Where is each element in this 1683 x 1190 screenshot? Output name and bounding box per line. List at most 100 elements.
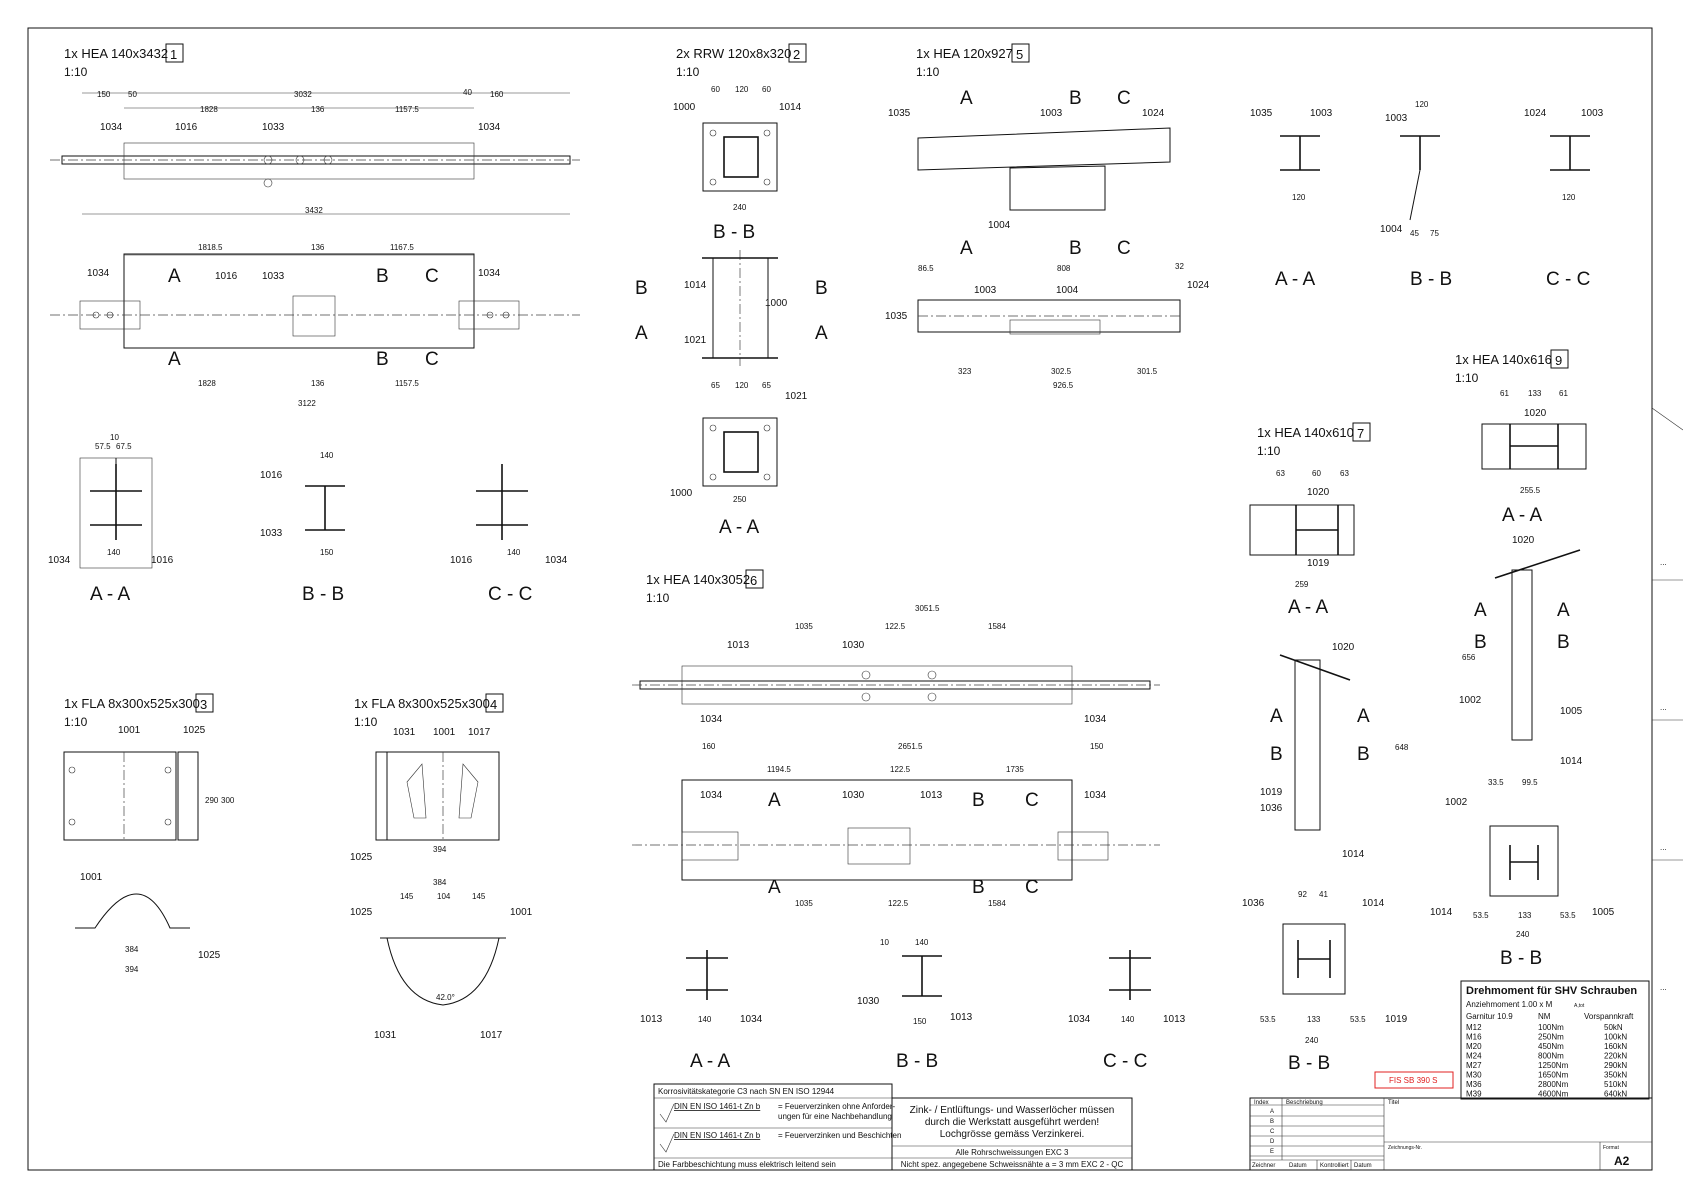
dim-text: 240 [733,203,747,212]
dim-text: 120 [1415,100,1429,109]
stamp-text: FIS SB 390 S [1389,1076,1437,1085]
tb-rev-letter: A [1270,1109,1274,1115]
pos-tag: 1031 [393,727,416,738]
part-scale: 1:10 [646,591,670,605]
part-title: 1x HEA 140x3052 [646,572,750,587]
dim-text: 150 [913,1017,927,1026]
dim-text: 394 [433,845,447,854]
stamp-box [1374,1071,1454,1089]
torque-cell: M24 [1466,1052,1482,1061]
beam-top-view [61,155,571,165]
side-tab [1651,407,1683,431]
pos-tag: 1003 [1310,108,1333,119]
dim-text: 1157.5 [395,105,419,114]
dim-text: 3032 [294,90,312,99]
dim-text: 808 [1057,264,1071,273]
pos-tag: 1001 [118,725,141,736]
part-title: 1x HEA 140x616 [1455,352,1552,367]
cut-marker: A [1474,600,1487,621]
plate-view [702,417,778,487]
side-mark: ... [1660,843,1667,852]
part-scale: 1:10 [916,65,940,79]
torque-cell: 100kN [1604,1033,1627,1042]
torque-cell: 160kN [1604,1042,1627,1051]
dim-text: 300 [221,796,235,805]
section-label: B - B [713,222,755,243]
pos-tag: 1014 [1560,756,1583,767]
tb-titel: Titel [1388,1100,1399,1106]
pos-tag: 1020 [1332,642,1355,653]
dim-text: 53.5 [1473,911,1489,920]
dim-text: 57.5 [95,442,111,451]
pos-tag: 1002 [1459,695,1482,706]
dim-text: 145 [400,892,414,901]
torque-cell: 4600Nm [1538,1090,1569,1099]
note-holes: Zink- / Entlüftungs- und Wasserlöcher mü… [910,1105,1115,1116]
pos-tag: 1034 [87,268,110,279]
dim-text: 323 [958,367,972,376]
note-text: = Feuerverzinken ohne Anforder- [778,1102,896,1111]
torque-cell: M30 [1466,1071,1482,1080]
section-label: B - B [1500,948,1542,969]
dim-text: 75 [1430,229,1439,238]
pos-tag: 1034 [100,122,123,133]
note-holes: durch die Werkstatt ausgeführt werden! [925,1117,1099,1128]
dim-text: 136 [311,243,325,252]
dim-text: 255.5 [1520,486,1541,495]
dim-text: 32 [1175,262,1184,271]
plate-view [63,751,177,841]
pos-tag: 1016 [175,122,198,133]
dim-text: 99.5 [1522,778,1538,787]
dim-text: 60 [711,85,720,94]
dim-text: 45 [1410,229,1419,238]
section-label: B - B [896,1051,938,1072]
part-title: 2x RRW 120x8x320 [676,46,791,61]
torque-table-title: Drehmoment für SHV Schrauben [1466,985,1637,997]
cut-marker: A [1270,706,1283,727]
section-label: A - A [719,517,759,538]
torque-cell: 220kN [1604,1052,1627,1061]
dim-text: 122.5 [890,765,911,774]
pos-tag: 1004 [1056,285,1079,296]
beam-side-view [681,779,1073,881]
note-weld-exc: Alle Rohrschweissungen EXC 3 [956,1148,1069,1157]
torque-cell: M12 [1466,1023,1482,1032]
cut-marker: B [1270,744,1283,765]
part-number-box [195,693,214,713]
torque-cell: 450Nm [1538,1042,1564,1051]
part-7: 1x HEA 140x610 7 1:10 63 60 63 1020 1019… [1242,422,1409,1074]
torque-cell: M27 [1466,1061,1482,1070]
dim-text: 3432 [305,206,323,215]
section-label: C - C [488,584,532,605]
pos-tag: 1002 [1445,797,1468,808]
sheet-frame [27,27,1653,1171]
pos-tag: 1013 [920,790,943,801]
cut-marker: A [960,88,973,109]
dim-text: 302.5 [1051,367,1072,376]
note-text: = Feuerverzinken und Beschichten [778,1131,901,1140]
dim-text: 150 [1090,742,1104,751]
tb-zeichner: Zeichner [1252,1163,1275,1169]
cut-marker: B [1069,238,1082,259]
section-1-cc: 140 1016 1034 C - C [450,464,568,605]
pos-tag: 1025 [350,852,373,863]
torque-table-subtitle: Anziehmoment 1.00 x M [1466,1000,1553,1009]
tb-rev-letter: D [1270,1139,1275,1145]
section-label: B - B [302,584,344,605]
tb-index: Index [1254,1100,1269,1106]
dim-text: 133 [1518,911,1532,920]
pos-tag: 1014 [684,280,707,291]
dim-text: 1828 [200,105,218,114]
note-text: ungen für eine Nachbehandlung [778,1112,892,1121]
part-1: 1x HEA 140x3432 1 1:10 150 50 3032 40 16… [48,43,580,605]
section-label: A - A [1275,269,1315,290]
pos-tag: 1021 [684,335,707,346]
tb-rev-letter: C [1270,1129,1275,1135]
cut-marker: A [635,323,648,344]
dim-text: 53.5 [1560,911,1576,920]
torque-cell: 290kN [1604,1061,1627,1070]
pos-tag: 1034 [700,714,723,725]
torque-cell: 1650Nm [1538,1071,1569,1080]
cut-marker: A [1357,706,1370,727]
